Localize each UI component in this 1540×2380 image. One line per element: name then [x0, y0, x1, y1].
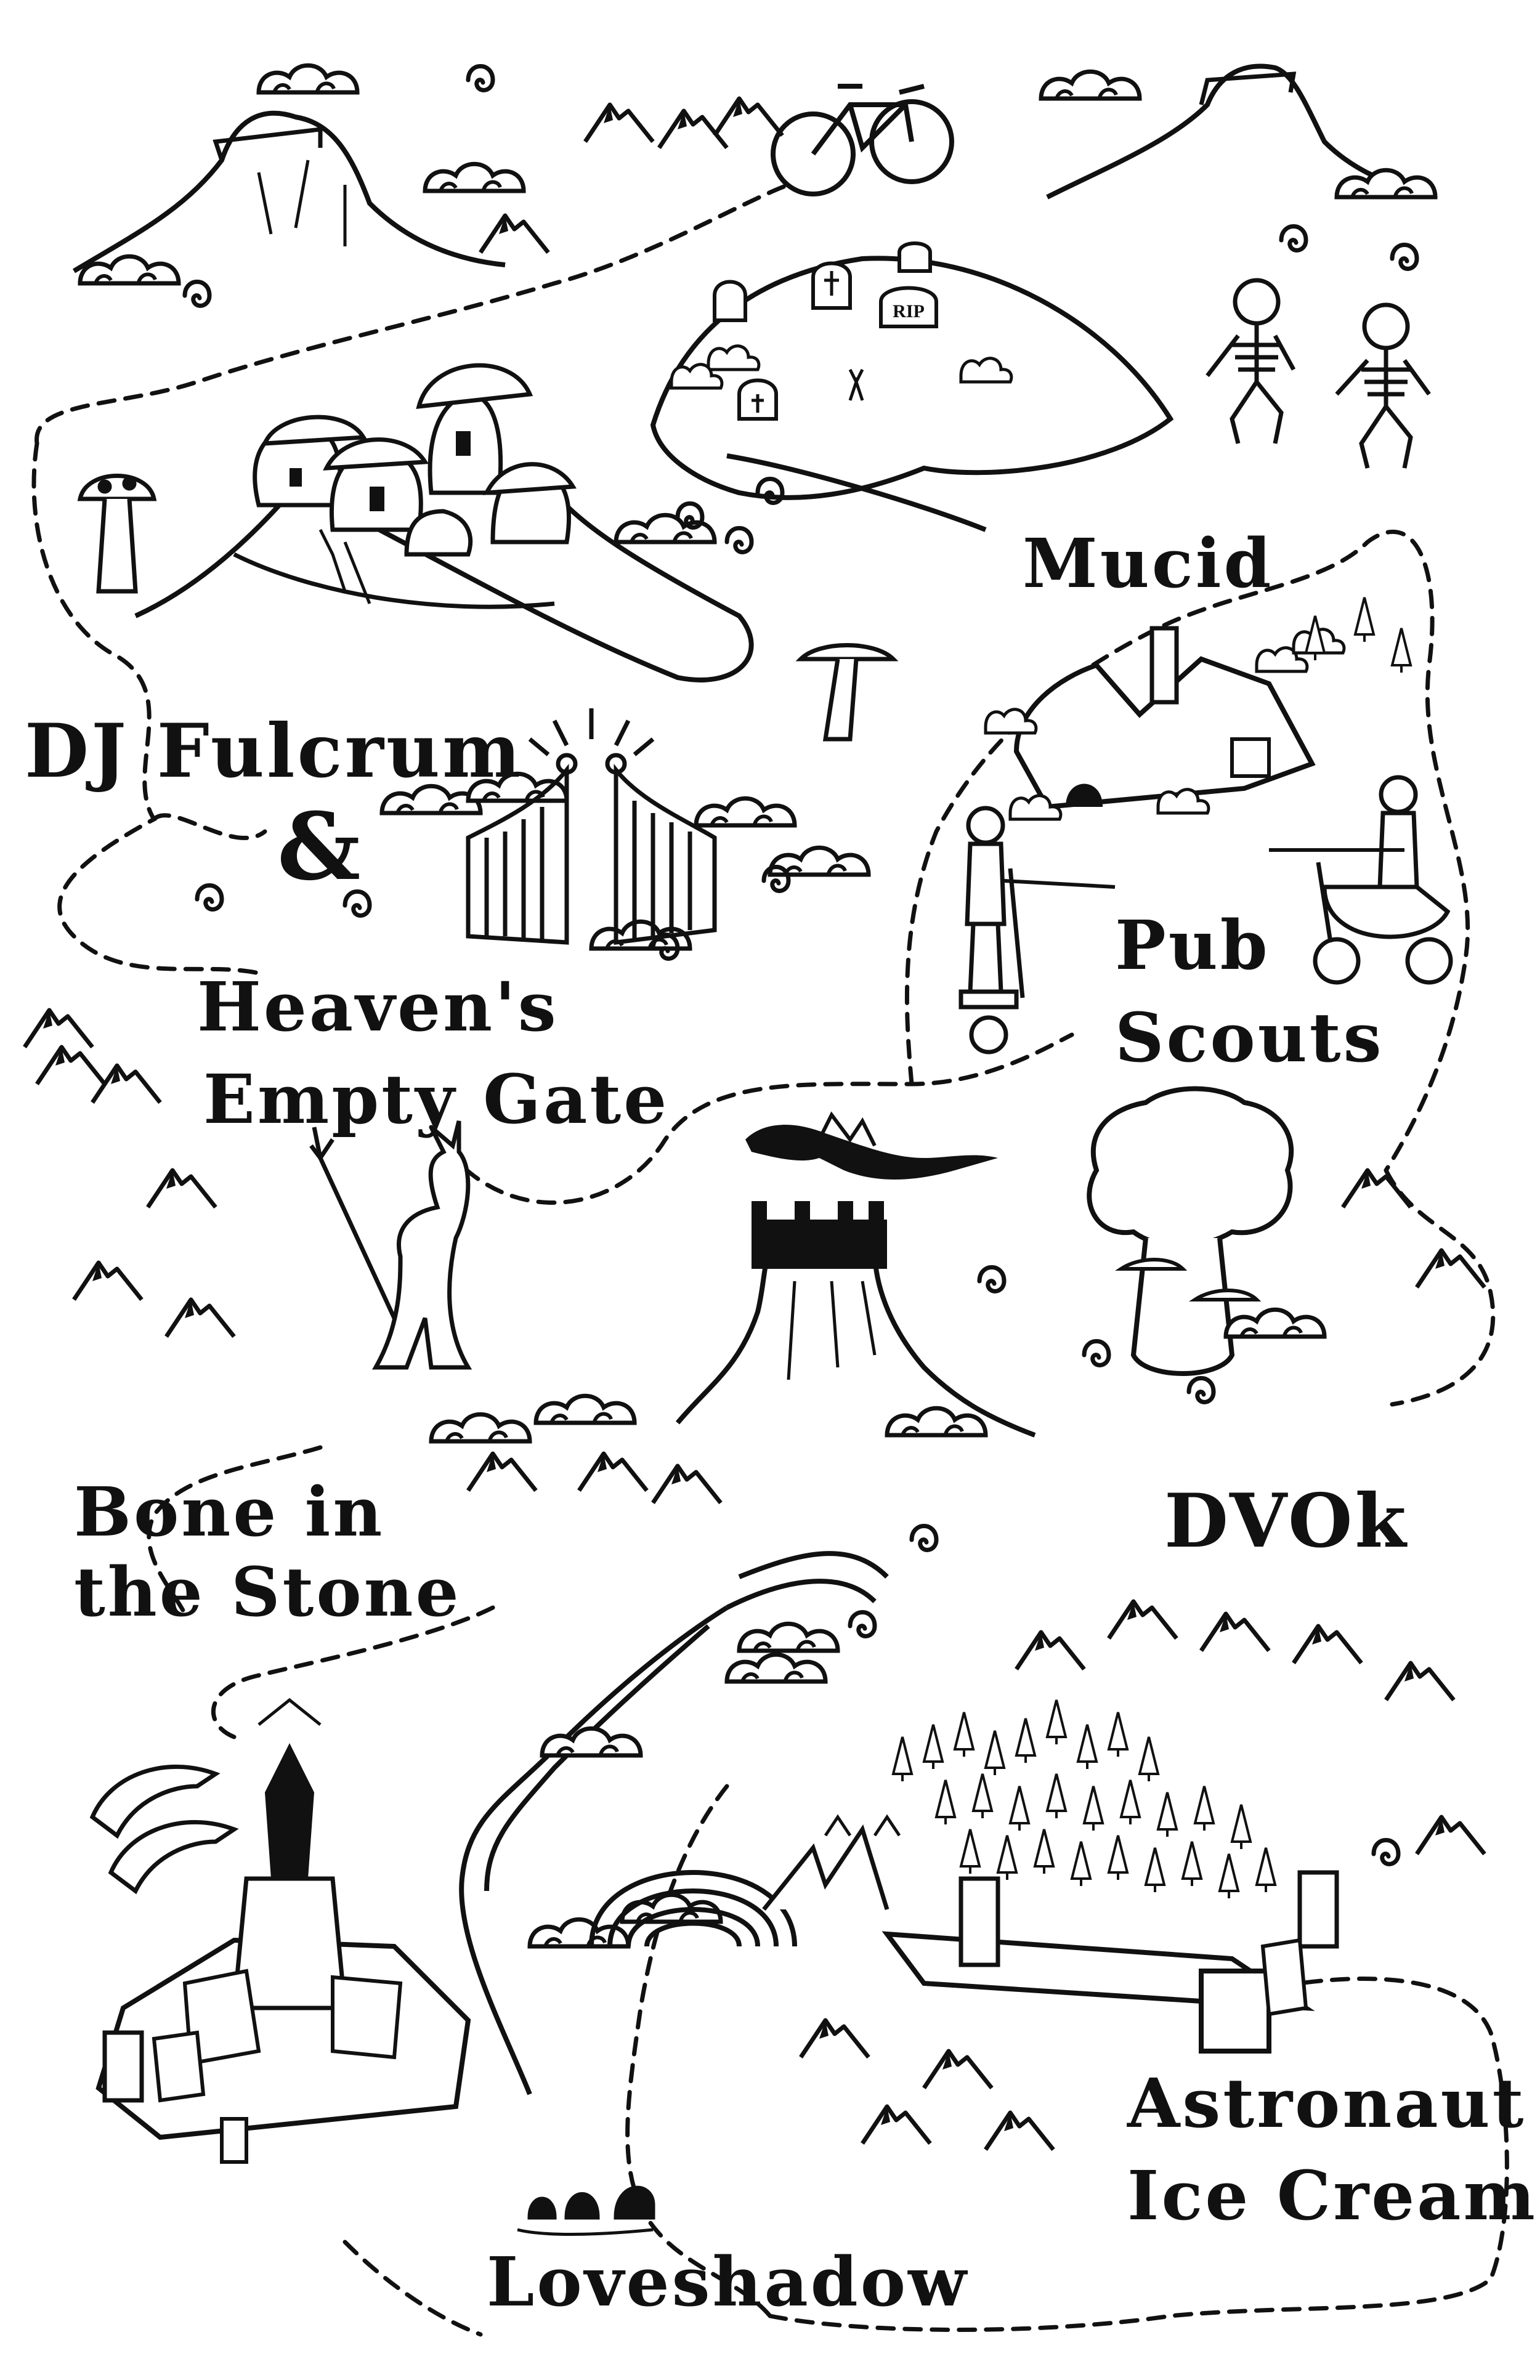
graveyard-icon: RIP [650, 241, 1174, 532]
knight-scooter-icon [1269, 775, 1453, 985]
skeleton-icon [1206, 278, 1431, 469]
label-pub-scouts-line1: Pub [1115, 905, 1270, 985]
route-dvok-lower [211, 1605, 495, 1739]
castle-mountain-icon [431, 1201, 1036, 1651]
cottage-icon [986, 596, 1412, 819]
mushroom-icon [77, 474, 899, 742]
bicycle-icon [771, 84, 954, 196]
tree-icon [979, 1086, 1485, 1402]
city-icon [95, 1698, 471, 2164]
route-heaven-loop [152, 813, 267, 840]
route-east [1384, 1168, 1496, 1407]
label-heavens-empty-gate-line2: Empty Gate [203, 1059, 670, 1139]
tombstone-label: RIP [893, 301, 925, 322]
route-top [34, 182, 791, 446]
mountain-icon [25, 1010, 234, 1337]
route-south [625, 1784, 772, 2318]
knight-segway-icon [958, 806, 1116, 1054]
label-mucid: Mucid [1023, 524, 1274, 603]
forest-castle-icon [762, 1699, 1339, 2054]
route-middle [429, 1032, 1074, 1205]
route-left-loop [31, 441, 261, 976]
mountain-icon [468, 1454, 721, 1503]
label-dj-fulcrum: DJ Fulcrum [25, 708, 524, 795]
river [459, 1551, 889, 2095]
route-loveshadow [342, 2240, 483, 2337]
sea-serpent-icon [517, 2185, 655, 2236]
route-bone [147, 1445, 323, 1616]
mountain-icon [480, 99, 782, 253]
label-loveshadow: Loveshadow [487, 2242, 969, 2321]
label-bone-in-the-stone-line1: Bone in [74, 1472, 385, 1552]
heaven-gate-icon [197, 708, 869, 958]
dolphin-icon [89, 1765, 239, 1895]
label-bone-in-the-stone-line2: the Stone [74, 1552, 461, 1632]
volcano-right [1041, 63, 1435, 269]
route-bottom [768, 1977, 1509, 2332]
dragon-icon [745, 1111, 998, 1180]
volcano-left [72, 65, 524, 306]
label-pub-scouts-line2: Scouts [1115, 998, 1384, 1077]
route-paths [31, 182, 1509, 2337]
devil-icon [309, 1120, 472, 1370]
label-astronaut-ice-cream-line2: Ice Cream [1127, 2156, 1538, 2235]
mushroom-village-icon [134, 363, 752, 682]
route-mucid-loop [904, 529, 1470, 1173]
label-heavens-empty-gate-line1: Heaven's [197, 967, 559, 1046]
label-astronaut-ice-cream-line1: Astronaut [1127, 2063, 1526, 2143]
label-dvok: DVOk [1164, 1478, 1409, 1564]
rainbow-icon [589, 1870, 797, 1947]
label-ampersand: & [277, 793, 363, 901]
